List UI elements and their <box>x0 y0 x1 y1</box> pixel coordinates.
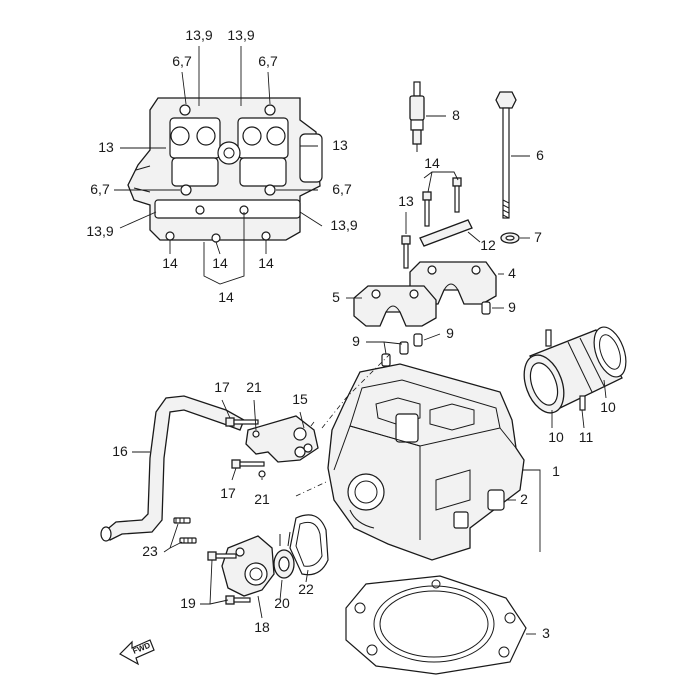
callout-label: 1 <box>552 463 560 479</box>
thermostat-gasket <box>289 514 329 576</box>
callout-label: 6,7 <box>172 53 192 69</box>
callout-label: 17 <box>214 379 230 395</box>
callout-label: 18 <box>254 619 270 635</box>
callout-label: 6,7 <box>90 181 110 197</box>
callout-label: 6 <box>536 147 544 163</box>
callout-label: 6,7 <box>258 53 278 69</box>
callout-label: 23 <box>142 543 158 559</box>
callout-label: 8 <box>452 107 460 123</box>
callout-label: 14 <box>218 289 234 305</box>
callout-label: 13,9 <box>185 27 212 43</box>
callout-label: 2 <box>520 491 528 507</box>
callout-label: 11 <box>579 429 594 445</box>
callout-label: 10 <box>548 429 564 445</box>
thermostat-housing <box>221 535 275 597</box>
small-bolts <box>401 177 462 269</box>
callout-label: 14 <box>162 255 178 271</box>
callout-label: 17 <box>220 485 236 501</box>
callout-label: 22 <box>298 581 314 597</box>
callout-label: 4 <box>508 265 516 281</box>
callout-label: 14 <box>424 155 440 171</box>
studs <box>173 517 197 544</box>
callout-label: 7 <box>534 229 542 245</box>
housing-bolts <box>207 551 251 605</box>
cylinder-head-top-view <box>127 97 323 243</box>
callout-label: 19 <box>180 595 196 611</box>
callout-label: 13,9 <box>330 217 357 233</box>
callout-label: 13 <box>398 193 414 209</box>
washer <box>500 232 520 244</box>
cylinder-head <box>327 363 525 561</box>
callout-label: 14 <box>258 255 274 271</box>
camshaft-cap-lower <box>353 285 437 327</box>
callout-label: 6,7 <box>332 181 352 197</box>
intake-boot <box>523 326 627 414</box>
callout-label: 9 <box>508 299 516 315</box>
callout-label: 10 <box>600 399 616 415</box>
callout-label: 3 <box>542 625 550 641</box>
head-gasket <box>345 575 527 675</box>
forward-direction-arrow: FWD <box>119 639 155 666</box>
callout-label: 21 <box>246 379 262 395</box>
spark-plug <box>409 81 425 152</box>
callout-label: 20 <box>274 595 290 611</box>
callout-label: 13 <box>332 137 348 153</box>
callout-label: 16 <box>112 443 128 459</box>
long-bolt <box>495 91 517 219</box>
callout-label: 9 <box>352 333 360 349</box>
callout-label: 21 <box>254 491 270 507</box>
water-pipe <box>100 395 245 542</box>
callout-label: 12 <box>480 237 496 253</box>
retainer-plate <box>419 219 473 247</box>
top-view-leaders <box>114 46 323 285</box>
callout-label: 14 <box>212 255 228 271</box>
callout-label: 13,9 <box>227 27 254 43</box>
callout-label: 13,9 <box>86 223 113 239</box>
callout-label: 9 <box>446 325 454 341</box>
callout-label: 5 <box>332 289 340 305</box>
thermostat <box>273 531 295 579</box>
callout-label: 13 <box>98 139 114 155</box>
hose-fitting <box>245 415 319 463</box>
callout-label: 15 <box>292 391 308 407</box>
